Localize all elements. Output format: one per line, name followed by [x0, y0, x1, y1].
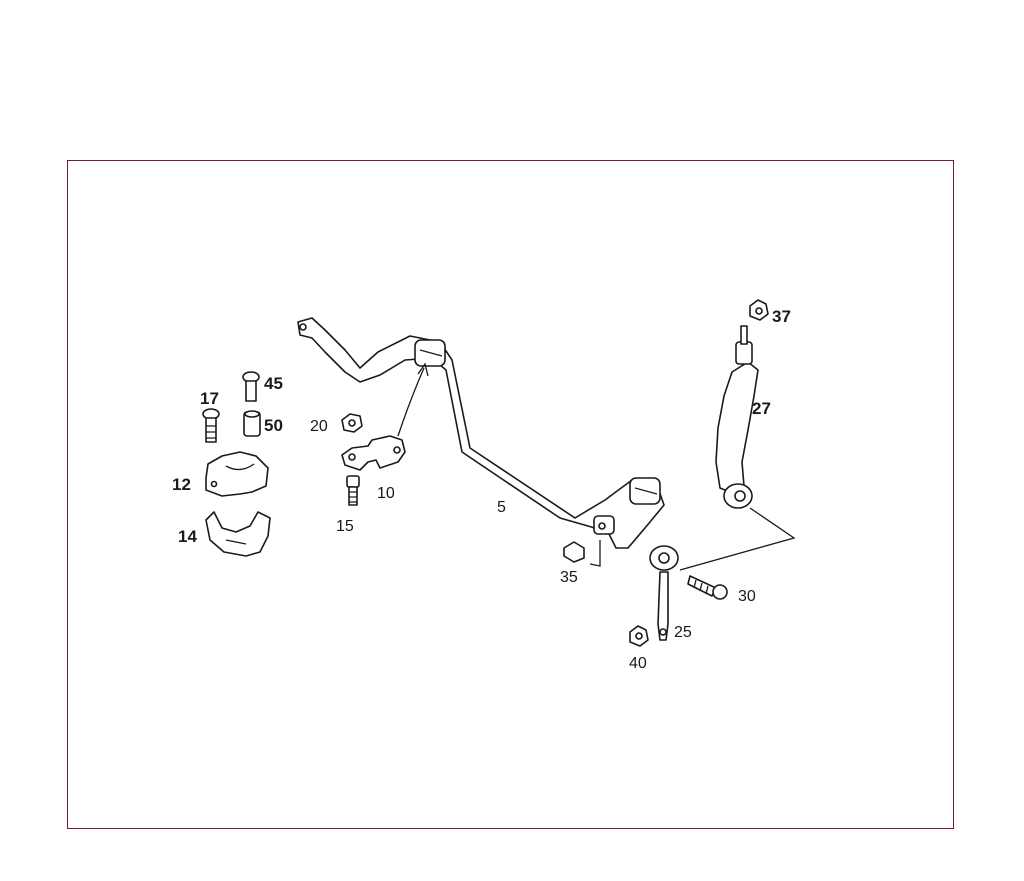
callout-45[interactable]: 45: [264, 374, 283, 393]
callout-5[interactable]: 5: [497, 499, 506, 516]
bolt-45[interactable]: [242, 371, 260, 402]
callout-50[interactable]: 50: [264, 416, 283, 435]
bracket-10[interactable]: [341, 435, 406, 471]
callout-10[interactable]: 10: [377, 485, 395, 502]
callout-37[interactable]: 37: [772, 307, 791, 326]
nut-40[interactable]: [629, 625, 649, 647]
callout-30[interactable]: 30: [738, 588, 756, 605]
bolt-15[interactable]: [346, 475, 360, 506]
bushing-12[interactable]: [205, 451, 269, 497]
bolt-17[interactable]: [202, 408, 220, 443]
nut-35[interactable]: [563, 541, 585, 563]
bolt-30[interactable]: [687, 575, 728, 600]
diagram-frame: [67, 160, 954, 829]
callout-20[interactable]: 20: [310, 418, 328, 435]
callout-15[interactable]: 15: [336, 518, 354, 535]
install-arrow: [397, 367, 425, 437]
callout-12[interactable]: 12: [172, 475, 191, 494]
callout-17[interactable]: 17: [200, 389, 219, 408]
callout-40[interactable]: 40: [629, 655, 647, 672]
callout-14[interactable]: 14: [178, 527, 197, 546]
nut-20[interactable]: [341, 413, 363, 433]
stabilizer-bar[interactable]: [297, 317, 665, 549]
callout-27[interactable]: 27: [752, 399, 771, 418]
nut-37[interactable]: [749, 299, 769, 321]
link-25[interactable]: [649, 545, 679, 641]
strut-27[interactable]: [715, 325, 759, 509]
leader-27-25: [679, 507, 796, 571]
callout-25[interactable]: 25: [674, 624, 692, 641]
bushing-14[interactable]: [205, 511, 271, 557]
leader-35: [589, 540, 601, 567]
callout-35[interactable]: 35: [560, 569, 578, 586]
sleeve-50[interactable]: [243, 410, 261, 437]
